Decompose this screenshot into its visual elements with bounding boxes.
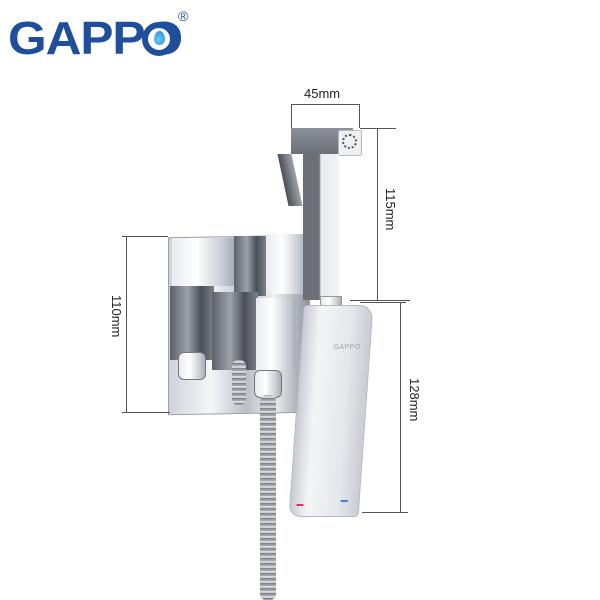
sprayer-nozzle [338,130,362,156]
plate-upper-left-block [172,238,234,286]
hose-main [260,395,276,600]
body-block-right [256,298,296,370]
dimension-label-110mm: 110mm [109,295,124,338]
sprayer-trigger [277,154,303,206]
lever-handle: GAPPO [288,305,374,517]
sprayer-handle [303,154,339,300]
body-block-mid [212,292,258,370]
body-block-left [170,286,214,360]
hose-connector-right [254,370,282,398]
handle-logo: GAPPO [333,344,362,351]
dimension-label-128mm: 128mm [407,378,422,422]
dimension-label-115mm: 115mm [383,188,398,231]
brand-logo: GAPPO ® [8,8,188,62]
dimension-label-45mm: 45mm [304,86,341,101]
hose-left [232,360,246,405]
water-drop-icon [142,22,176,56]
registered-mark: ® [178,8,189,24]
hot-indicator [296,504,304,506]
cold-indicator [340,500,348,502]
plate-upper-mid-block [234,236,266,296]
plate-upper-right-block [266,234,306,294]
hose-connector-left [178,352,206,380]
